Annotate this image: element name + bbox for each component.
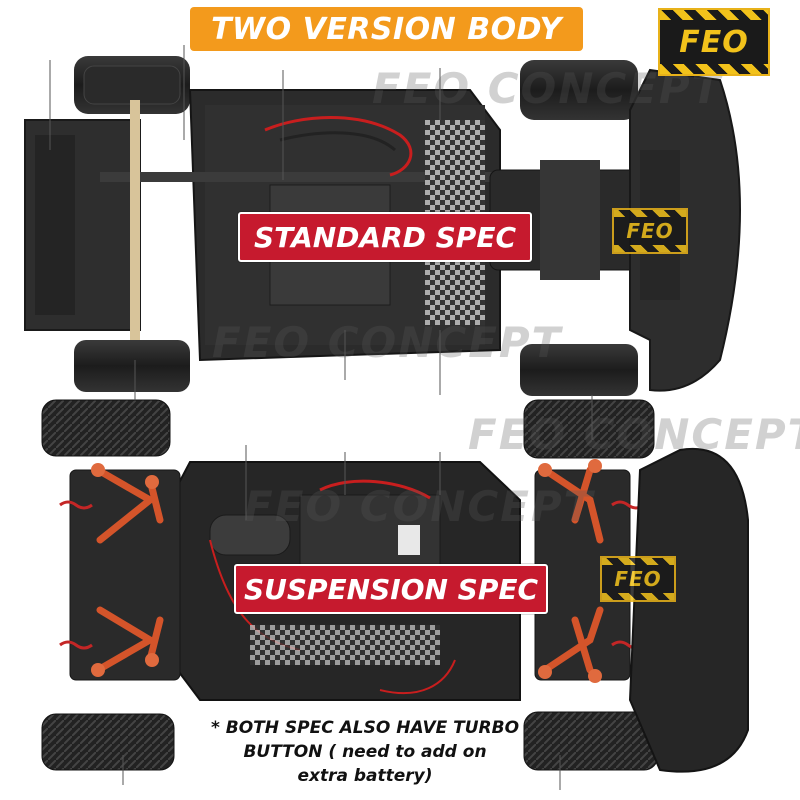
brand-logo-text: FEO [679, 24, 749, 60]
suspension-spec-label: SUSPENSION SPEC [234, 564, 548, 614]
turbo-note-line: extra battery) [297, 766, 433, 786]
wheel-front-right-top [74, 340, 190, 392]
brand-logo-text: FEO [614, 567, 662, 591]
watermark-text: FEO CONCEPT [468, 410, 800, 459]
watermark-text: FEO CONCEPT [244, 482, 595, 531]
header-banner: TWO VERSION BODY [190, 7, 583, 51]
header-title: TWO VERSION BODY [211, 11, 562, 47]
brand-logo-text: FEO [626, 219, 674, 243]
wheel-rear-left-top [520, 60, 638, 120]
standard-spec-label: STANDARD SPEC [238, 212, 532, 262]
turbo-note-line: * BOTH SPEC ALSO HAVE TURBO [210, 718, 520, 738]
wheel-rear-left-bottom [523, 399, 655, 459]
wheel-front-right-bottom [41, 713, 175, 771]
brand-logo: FEO [612, 208, 688, 254]
brand-logo: FEO [658, 8, 770, 76]
watermark-text: FEO CONCEPT [212, 318, 563, 367]
wheel-rear-right-top [520, 344, 638, 396]
wheel-front-left-bottom [41, 399, 171, 457]
turbo-note: * BOTH SPEC ALSO HAVE TURBO BUTTON ( nee… [190, 716, 540, 788]
turbo-note-line: BUTTON ( need to add on [243, 742, 487, 762]
brand-logo: FEO [600, 556, 676, 602]
